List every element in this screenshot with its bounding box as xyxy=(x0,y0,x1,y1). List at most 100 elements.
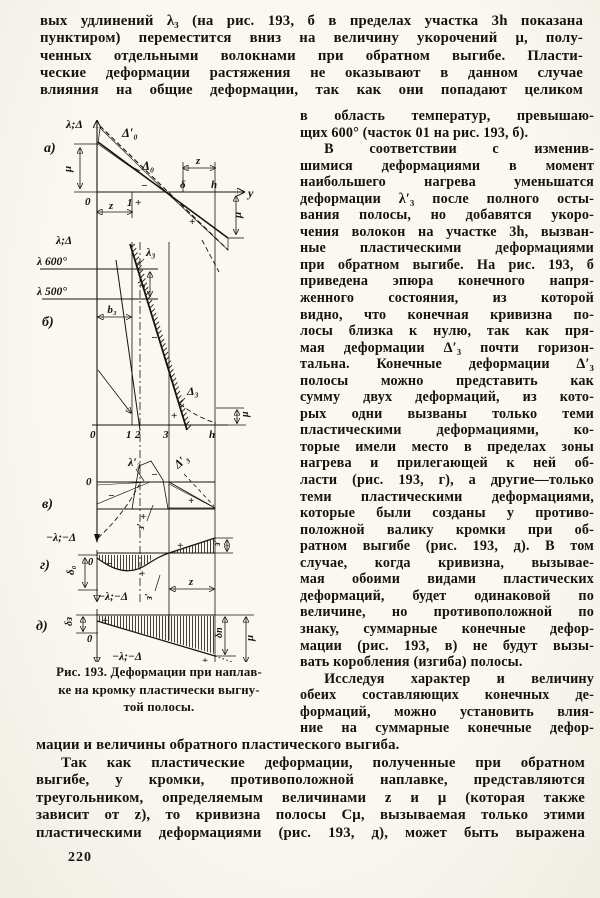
minus-sign: − xyxy=(106,558,113,570)
figure-part-g: г) − + + δ₀ 0 з′ z −λ;−Δ xyxy=(40,537,233,603)
plus-sign: + xyxy=(102,616,108,627)
b3-label: b₃ xyxy=(107,304,117,316)
origin-d: 0 xyxy=(87,634,93,645)
figure-193: λ;Δ а) y 0 Δ′₀ Δ₀ − + + 1 δ h μ xyxy=(32,112,294,662)
figure-193-drawing: λ;Δ а) y 0 Δ′₀ Δ₀ − + + 1 δ h μ xyxy=(36,117,256,662)
plus-sign: + xyxy=(202,656,208,662)
delta0-label: Δ₀ xyxy=(141,159,154,173)
plus-sign: + xyxy=(177,540,183,552)
minus-sign: − xyxy=(151,332,158,344)
text-line: теми пластическими деформациями, xyxy=(300,488,594,505)
ze-prime-label: з′ xyxy=(137,281,148,289)
text-line: зависит от z), то кривизна полосы Cμ, вы… xyxy=(36,807,585,823)
point-delta: δ xyxy=(180,179,186,191)
delta0-prime-label: Δ′₀ xyxy=(121,126,138,140)
delta3-prime-label: Δ′₃ xyxy=(170,451,191,472)
axis-label-a: λ;Δ xyxy=(65,117,83,131)
text-line: ные пластическими деформациями xyxy=(300,240,594,257)
text-line: положной валику кромки при об- xyxy=(300,521,594,538)
text-line: деформаций, будет одинаковой по xyxy=(300,587,594,604)
part-b-label: б) xyxy=(42,315,54,330)
text-line: ние на суммарные конечные дефор- xyxy=(300,720,594,737)
point-2: 2 xyxy=(134,429,141,441)
part-a-label: а) xyxy=(44,141,56,156)
text-line: лосы близка к нулю, так как пря- xyxy=(300,323,594,340)
part-g-label: г) xyxy=(40,558,50,573)
mu-label: μ xyxy=(232,212,244,219)
delta-p-dim-label: δп xyxy=(214,627,225,638)
z-label: z xyxy=(195,155,201,167)
text-line: сумму двух деформаций, из кото- xyxy=(300,389,594,406)
text-line: пунктиром) переместится вниз на величину… xyxy=(40,30,583,47)
plus-sign: + xyxy=(188,495,194,507)
figure-part-a: λ;Δ а) y 0 Δ′₀ Δ₀ − + + 1 δ h μ xyxy=(44,117,254,542)
ze-prime-dim-g xyxy=(215,537,233,554)
caption-line: Рис. 193. Деформации при наплав- xyxy=(56,665,262,679)
plus-sign: + xyxy=(189,216,195,228)
text-line: формаций, можно установить влия- xyxy=(300,703,594,720)
mu-dim-right xyxy=(228,196,244,239)
figure-part-d: д) + + δз 0 −λ;−Δ δп xyxy=(36,609,256,662)
text-line: полосы можно представить как xyxy=(300,372,594,389)
delta3-label: Δ₃ xyxy=(186,384,199,398)
text-line: щих 600° (часток 01 на рис. 193, б). xyxy=(300,124,529,141)
text-line: ческие деформации растяжения не оказываю… xyxy=(40,64,583,81)
text-line: чения волокон на участке 3h, вызван- xyxy=(300,223,594,240)
z-label: z xyxy=(108,200,114,212)
text-line: обеих составляющих конечных де- xyxy=(300,687,594,704)
lambda500-label: λ 500° xyxy=(36,286,67,298)
ze-prime-label: з′ xyxy=(144,593,155,601)
text-line: мации (рис. 193, в) не будут вызы- xyxy=(300,637,594,654)
text-line: наибольшего нагрева уменьшатся xyxy=(300,174,594,191)
plus-sign: + xyxy=(135,197,141,209)
text-line: торые имели место в пределах зоны xyxy=(300,438,594,455)
text-line: вых удлинений λ₃ (на рис. 193, б в преде… xyxy=(40,13,583,29)
delta-z-dim-label: δз xyxy=(64,617,75,626)
text-line: рых одни вызваны только теми xyxy=(300,405,594,422)
lambda3-label: λ₃ xyxy=(145,245,156,259)
lambda600-label: λ 600° xyxy=(36,256,67,268)
axis-label-b: λ;Δ xyxy=(55,235,72,247)
text-line: деформации λ′₃ после полного осты- xyxy=(300,190,594,207)
mu-label: μ xyxy=(62,166,74,173)
text-line: случае, когда кривизна, вызывае- xyxy=(300,554,594,571)
text-line: женного состояния, из которой xyxy=(300,290,594,307)
point-3: 3 xyxy=(162,429,169,441)
point-0: 0 xyxy=(90,429,96,441)
z-label: z xyxy=(188,576,194,588)
point-1: 1 xyxy=(127,197,133,209)
text-line: мая обоими видами пластических xyxy=(300,571,594,588)
text-line: Так как пластические деформации, получен… xyxy=(61,754,585,771)
caption-line: ке на кромку пластически выгну- xyxy=(58,682,260,697)
text-line: ченных отдельными волокнами при обратном… xyxy=(40,47,583,64)
part-v-label: в) xyxy=(42,497,53,512)
figure-part-v: 0 λ′₃ Δ′₃ − − + + з′ в) −λ;−Δ xyxy=(42,451,216,544)
bottom-paragraph: мации и величины обратного пластического… xyxy=(36,737,585,842)
text-line: Исследуя характер и величину xyxy=(324,670,594,687)
top-paragraph: вых удлинений λ₃ (на рис. 193, б в преде… xyxy=(40,13,583,99)
part-d-label: д) xyxy=(36,619,48,634)
mu-dim-left xyxy=(74,143,98,193)
ze-prime-label: з′ xyxy=(212,539,222,547)
text-line: пластическими деформациями, ко- xyxy=(300,422,594,439)
delta0-dim-label: δ₀ xyxy=(65,565,77,575)
page-number: 220 xyxy=(68,850,92,865)
lambda3-prime-label: λ′₃ xyxy=(127,455,141,469)
text-line: вания полосы, но добавятся укоро- xyxy=(300,207,594,224)
text-line: мая деформации Δ′₃ почти горизон- xyxy=(300,339,594,356)
text-line: которые были созданы у противо- xyxy=(300,505,594,522)
z-dim-below xyxy=(97,192,132,218)
text-line: видно, что конечная кривизна по- xyxy=(300,306,594,323)
mu-label: μ xyxy=(240,411,251,418)
plus-sign: + xyxy=(139,568,145,580)
y-axis-label: y xyxy=(246,186,254,200)
origin-v: 0 xyxy=(86,476,92,488)
text-line: в область температур, превышаю- xyxy=(300,108,594,124)
text-line: при обратном выгибе. На рис. 193, б xyxy=(300,256,594,273)
text-line: ратном выгибе (рис. 193, д). В том xyxy=(300,538,594,555)
figure-caption: Рис. 193. Деформации при наплав-ке на кр… xyxy=(30,664,288,717)
text-line: В соответствии с изменив- xyxy=(324,141,594,158)
delta-z-dim xyxy=(76,614,98,634)
text-line: нагрева и прилегающей к ней об- xyxy=(300,455,594,472)
